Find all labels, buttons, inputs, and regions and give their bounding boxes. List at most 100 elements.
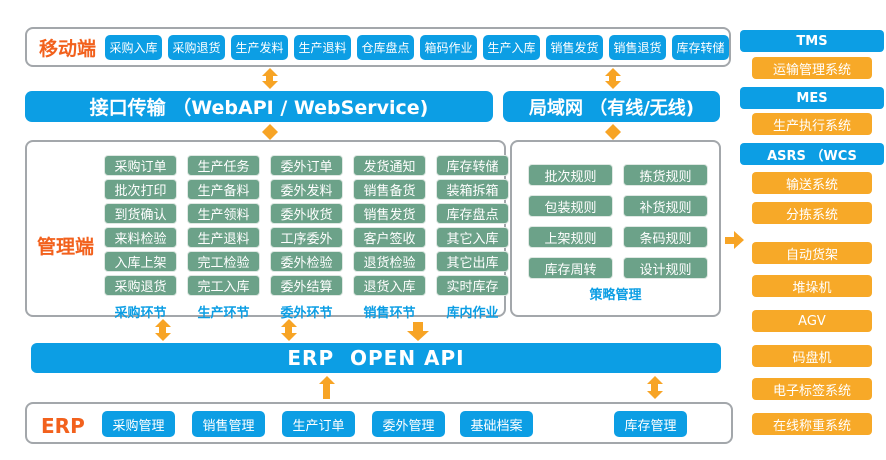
process-item: 采购退货 <box>104 275 177 296</box>
mobile-item: 采购入库 <box>105 34 163 60</box>
double-arrow-icon <box>280 319 297 341</box>
strategy-item: 拣货规则 <box>623 164 708 186</box>
column-footer: 委外环节 <box>280 306 333 321</box>
system-item: 运输管理系统 <box>752 57 872 79</box>
process-item: 采购订单 <box>104 155 177 176</box>
mobile-section-label: 移动端 <box>39 37 97 60</box>
double-arrow-icon <box>604 68 621 89</box>
process-column-sales: 发货通知 销售备货 销售发货 客户签收 退货检验 退货入库 销售环节 <box>353 155 426 321</box>
double-arrow-icon <box>646 376 663 399</box>
mobile-item: 仓库盘点 <box>357 34 415 60</box>
column-footer: 销售环节 <box>363 306 416 321</box>
process-column-outsourcing: 委外订单 委外发料 委外收货 工序委外 委外检验 委外结算 委外环节 <box>270 155 343 321</box>
double-arrow-icon <box>261 68 278 89</box>
process-item: 客户签收 <box>353 227 426 248</box>
system-item-asrs-wcs: ASRS （WCS <box>740 143 884 165</box>
process-column-production: 生产任务 生产备料 生产领料 生产退料 完工检验 完工入库 生产环节 <box>187 155 260 321</box>
double-arrow-icon <box>604 124 621 140</box>
erp-item: 库存管理 <box>614 411 687 437</box>
system-item: 码盘机 <box>752 345 872 367</box>
system-item: 自动货架 <box>752 242 872 264</box>
process-item: 入库上架 <box>104 251 177 272</box>
mobile-item: 采购退货 <box>168 34 226 60</box>
management-panel: 管理端 采购订单 批次打印 到货确认 来料检验 入库上架 采购退货 采购环节 生… <box>25 140 509 321</box>
process-item: 其它入库 <box>436 227 509 248</box>
strategy-item: 条码规则 <box>623 226 708 248</box>
system-item-mes: MES <box>740 87 884 109</box>
mobile-item: 销售退货 <box>609 34 667 60</box>
process-item: 到货确认 <box>104 203 177 224</box>
strategy-panel-footer: 策略管理 <box>589 288 642 303</box>
right-arrow-icon <box>725 231 744 249</box>
system-item: 电子标签系统 <box>752 378 872 400</box>
mobile-item: 箱码作业 <box>420 34 478 60</box>
strategy-rule-grid: 批次规则 拣货规则 包装规则 补货规则 上架规则 条码规则 库存周转 设计规则 <box>528 164 708 279</box>
process-item: 生产备料 <box>187 179 260 200</box>
process-item: 退货检验 <box>353 251 426 272</box>
erp-item: 生产订单 <box>282 411 355 437</box>
process-item: 生产任务 <box>187 155 260 176</box>
mobile-item: 生产发料 <box>231 34 289 60</box>
process-columns: 采购订单 批次打印 到货确认 来料检验 入库上架 采购退货 采购环节 生产任务 … <box>104 155 509 321</box>
process-item: 委外检验 <box>270 251 343 272</box>
system-item: AGV <box>752 310 872 332</box>
process-item: 生产退料 <box>187 227 260 248</box>
erp-item: 委外管理 <box>372 411 445 437</box>
column-footer: 采购环节 <box>114 306 167 321</box>
process-item: 库存盘点 <box>436 203 509 224</box>
process-item: 委外发料 <box>270 179 343 200</box>
process-item: 委外结算 <box>270 275 343 296</box>
process-item: 批次打印 <box>104 179 177 200</box>
process-item: 生产领料 <box>187 203 260 224</box>
erp-open-api-bar: ERP OPEN API <box>31 343 721 373</box>
mobile-item-list: 采购入库 采购退货 生产发料 生产退料 仓库盘点 箱码作业 生产入库 销售发货 … <box>105 34 730 60</box>
process-item: 销售备货 <box>353 179 426 200</box>
process-item: 工序委外 <box>270 227 343 248</box>
process-item: 装箱拆箱 <box>436 179 509 200</box>
process-item: 来料检验 <box>104 227 177 248</box>
mobile-section: 移动端 采购入库 采购退货 生产发料 生产退料 仓库盘点 箱码作业 生产入库 销… <box>25 27 731 67</box>
system-item: 输送系统 <box>752 172 872 194</box>
mobile-item: 销售发货 <box>546 34 604 60</box>
erp-item: 采购管理 <box>102 411 175 437</box>
down-arrow-icon <box>406 322 429 341</box>
double-arrow-icon <box>154 319 171 341</box>
system-item-tms: TMS <box>740 30 884 52</box>
process-item: 完工检验 <box>187 251 260 272</box>
process-item: 销售发货 <box>353 203 426 224</box>
system-item: 在线称重系统 <box>752 413 872 435</box>
column-footer: 生产环节 <box>197 306 250 321</box>
process-item: 发货通知 <box>353 155 426 176</box>
erp-section-label: ERP <box>41 414 85 438</box>
strategy-item: 设计规则 <box>623 257 708 279</box>
system-item: 生产执行系统 <box>752 113 872 135</box>
process-item: 退货入库 <box>353 275 426 296</box>
process-item: 其它出库 <box>436 251 509 272</box>
erp-item: 销售管理 <box>192 411 265 437</box>
mobile-item: 生产入库 <box>483 34 541 60</box>
column-footer: 库内作业 <box>446 306 499 321</box>
process-column-purchase: 采购订单 批次打印 到货确认 来料检验 入库上架 采购退货 采购环节 <box>104 155 177 321</box>
mobile-item: 库存转储 <box>672 34 730 60</box>
process-item: 实时库存 <box>436 275 509 296</box>
process-item: 委外订单 <box>270 155 343 176</box>
erp-item: 基础档案 <box>460 411 533 437</box>
api-transport-bar: 接口传输 （WebAPI / WebService) <box>25 91 493 122</box>
strategy-item: 批次规则 <box>528 164 613 186</box>
strategy-item: 补货规则 <box>623 195 708 217</box>
strategy-item: 库存周转 <box>528 257 613 279</box>
erp-section: ERP 采购管理 销售管理 生产订单 委外管理 基础档案 库存管理 <box>25 402 733 444</box>
process-column-warehouse: 库存转储 装箱拆箱 库存盘点 其它入库 其它出库 实时库存 库内作业 <box>436 155 509 321</box>
process-item: 库存转储 <box>436 155 509 176</box>
process-item: 委外收货 <box>270 203 343 224</box>
mobile-item: 生产退料 <box>294 34 352 60</box>
system-item: 堆垛机 <box>752 275 872 297</box>
system-item: 分拣系统 <box>752 202 872 224</box>
lan-bar: 局域网 （有线/无线) <box>503 91 720 122</box>
management-panel-label: 管理端 <box>37 236 95 258</box>
up-arrow-icon <box>318 376 335 399</box>
process-item: 完工入库 <box>187 275 260 296</box>
double-arrow-icon <box>261 124 278 140</box>
strategy-panel: 批次规则 拣货规则 包装规则 补货规则 上架规则 条码规则 库存周转 设计规则 … <box>510 140 721 317</box>
